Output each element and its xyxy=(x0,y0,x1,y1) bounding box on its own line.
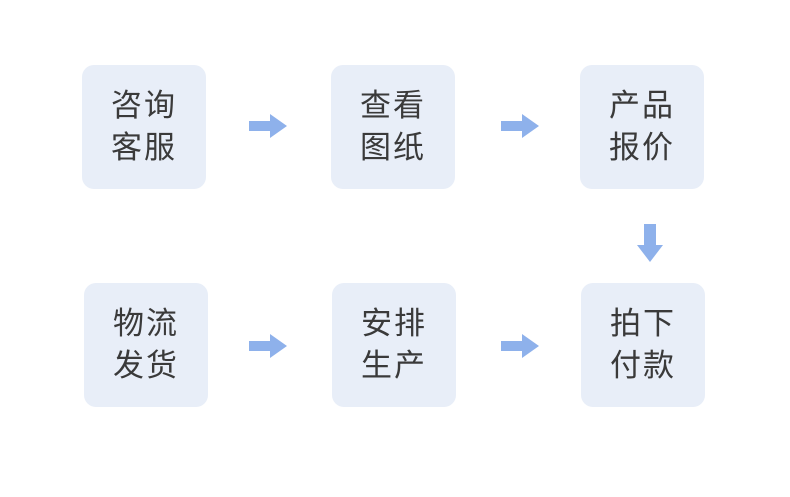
step-label-line2: 报价 xyxy=(609,130,675,166)
step-label-line1: 安排 xyxy=(361,306,427,342)
step-arrange-production: 安排 生产 xyxy=(332,283,456,407)
step-label-line2: 生产 xyxy=(361,348,427,384)
step-logistics-shipping: 物流 发货 xyxy=(84,283,208,407)
arrow-down-icon xyxy=(637,224,663,262)
arrow-right-icon xyxy=(501,114,539,138)
step-label-line2: 付款 xyxy=(610,348,676,384)
step-product-quote: 产品 报价 xyxy=(580,65,704,189)
step-label-line1: 拍下 xyxy=(610,306,676,342)
step-view-drawings: 查看 图纸 xyxy=(331,65,455,189)
arrow-right-icon xyxy=(249,334,287,358)
step-label-line1: 产品 xyxy=(609,88,675,124)
step-label-line1: 查看 xyxy=(360,88,426,124)
step-label-line1: 咨询 xyxy=(111,88,177,124)
arrow-right-icon xyxy=(249,114,287,138)
step-consult-customer-service: 咨询 客服 xyxy=(82,65,206,189)
step-label-line1: 物流 xyxy=(113,306,179,342)
step-label-line2: 发货 xyxy=(113,348,179,384)
step-label-line2: 客服 xyxy=(111,130,177,166)
step-order-payment: 拍下 付款 xyxy=(581,283,705,407)
arrow-right-icon xyxy=(501,334,539,358)
step-label-line2: 图纸 xyxy=(360,130,426,166)
